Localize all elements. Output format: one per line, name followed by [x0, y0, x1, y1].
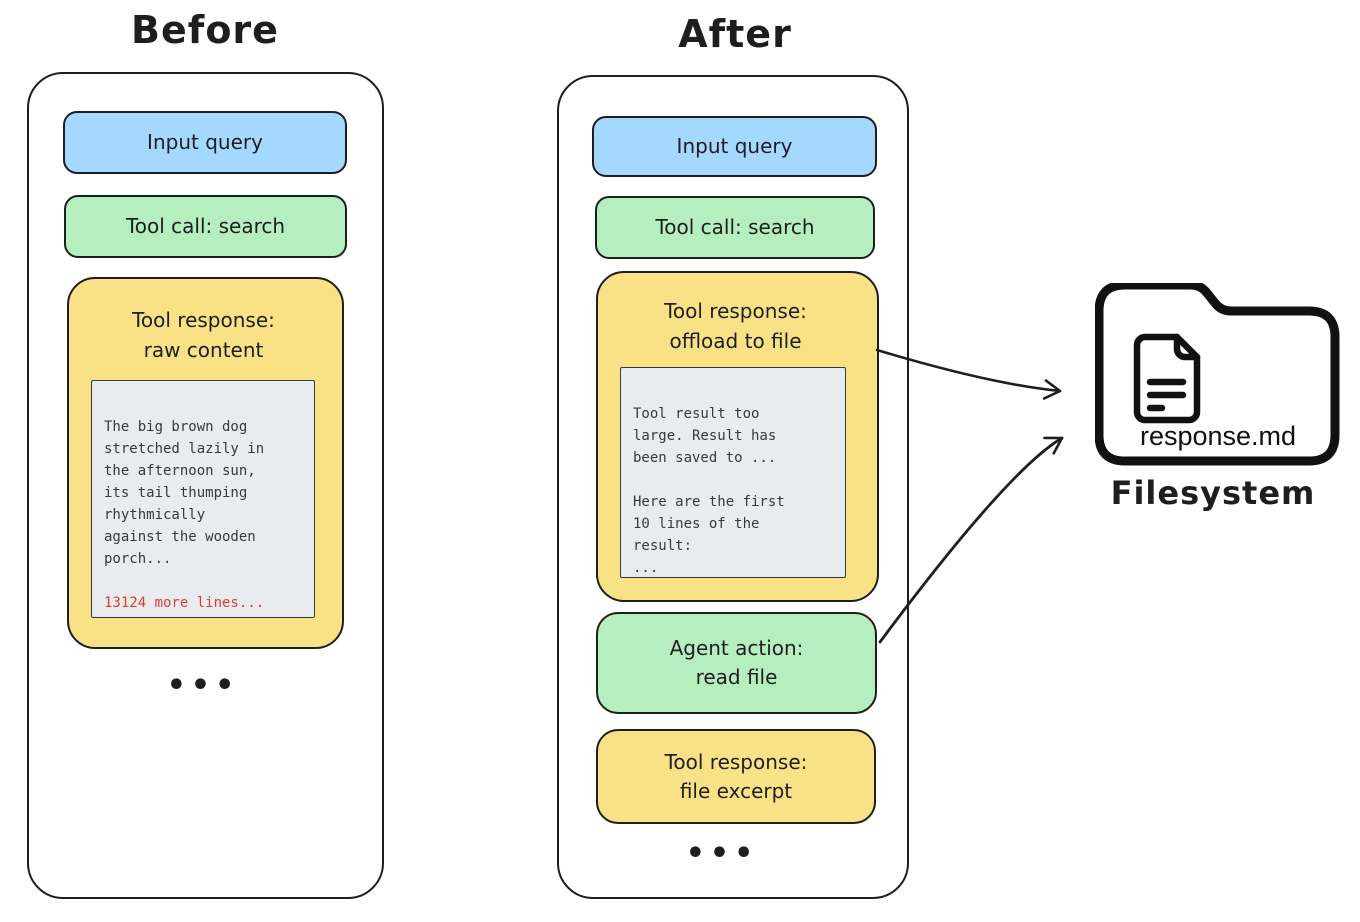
before-ellipsis: •••: [166, 668, 240, 703]
before-tool-call-node: Tool call: search: [64, 195, 347, 258]
after-title: After: [678, 12, 792, 56]
before-raw-content-box: The big brown dog stretched lazily in th…: [91, 380, 315, 618]
after-agent-action-node: Agent action: read file: [596, 612, 877, 714]
before-tool-response-title: Tool response: raw content: [132, 308, 275, 362]
after-input-query-node: Input query: [592, 116, 877, 177]
file-text-icon: [1133, 333, 1201, 424]
after-offload-text-box: Tool result too large. Result has been s…: [620, 367, 846, 578]
filesystem-file-label: response.md: [1139, 421, 1297, 451]
before-title: Before: [131, 8, 279, 52]
after-file-excerpt-node: Tool response: file excerpt: [596, 729, 876, 824]
filesystem-caption: Filesystem: [1110, 474, 1316, 512]
after-tool-call-node: Tool call: search: [595, 196, 875, 259]
before-input-query-node: Input query: [63, 111, 347, 174]
after-offload-title: Tool response: offload to file: [664, 299, 807, 353]
before-raw-content-text: The big brown dog stretched lazily in th…: [104, 419, 265, 567]
before-more-lines-text: 13124 more lines...: [104, 595, 265, 611]
after-offload-text: Tool result too large. Result has been s…: [633, 406, 785, 576]
after-ellipsis: •••: [685, 836, 759, 871]
